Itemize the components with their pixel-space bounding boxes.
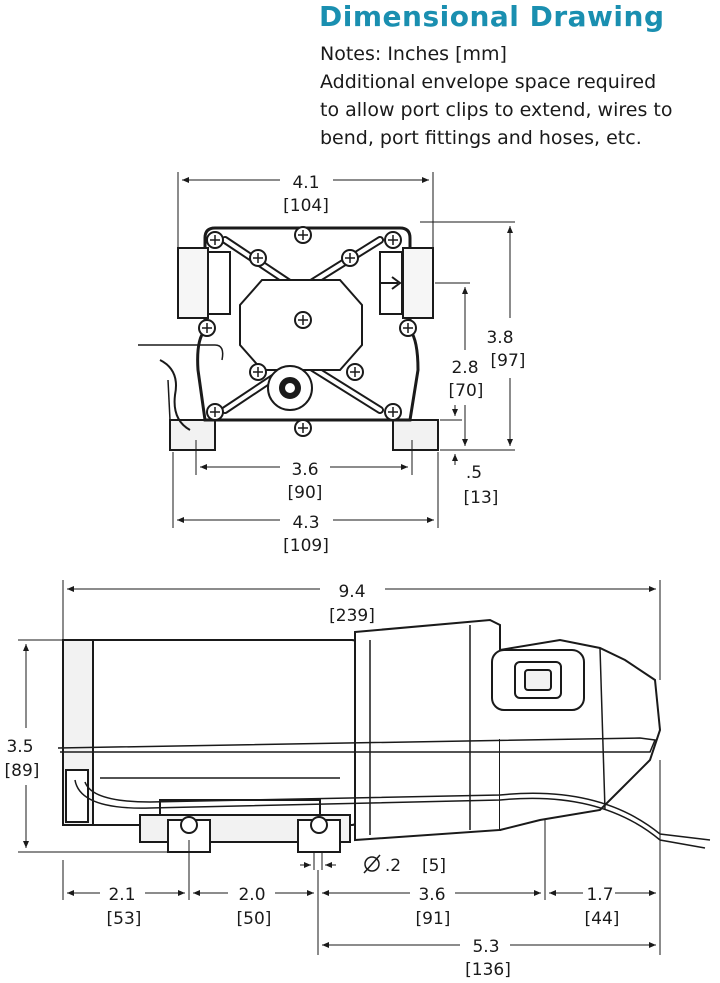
dim-width-top: 4.1 — [292, 173, 319, 193]
flow-arrow-icon — [380, 276, 402, 290]
page-title: Dimensional Drawing — [319, 0, 665, 33]
dim-height-total: 3.8 — [486, 328, 513, 348]
dim-height-total-mm: [97] — [491, 351, 526, 371]
notes-line-4: bend, port fittings and hoses, etc. — [320, 127, 642, 149]
dim-height-port: 2.8 — [451, 358, 478, 378]
notes-line-3: to allow port clips to extend, wires to — [320, 99, 673, 121]
dim-seg-3-mm: [91] — [416, 909, 451, 929]
dim-side-height: 3.5 — [6, 737, 33, 757]
dim-seg-2: 2.0 — [238, 885, 265, 905]
dim-seg-2-mm: [50] — [237, 909, 272, 929]
dim-length-total: 9.4 — [338, 582, 365, 602]
dim-length-total-mm: [239] — [329, 606, 375, 626]
dim-width-top-mm: [104] — [283, 196, 329, 216]
dim-hole-dia-mm: [5] — [422, 856, 446, 876]
dim-hole-dia: .2 — [385, 856, 401, 876]
notes-line-2: Additional envelope space required — [320, 71, 657, 93]
dim-seg-3: 3.6 — [418, 885, 445, 905]
front-view-dimension-lines — [172, 172, 515, 528]
front-view-screws — [198, 226, 417, 437]
dim-seg-1-mm: [53] — [107, 909, 142, 929]
dim-foot-height: .5 — [466, 463, 482, 483]
dim-seg-4: 1.7 — [586, 885, 613, 905]
side-view-pump — [62, 618, 662, 853]
dim-head-length-mm: [136] — [465, 960, 511, 980]
dim-mount-spacing: 3.6 — [291, 460, 318, 480]
notes-line-1: Notes: Inches [mm] — [320, 43, 507, 65]
dim-seg-4-mm: [44] — [585, 909, 620, 929]
dim-mount-spacing-mm: [90] — [288, 483, 323, 503]
notes-block: Notes: Inches [mm] Additional envelope s… — [320, 40, 720, 152]
dim-side-height-mm: [89] — [5, 761, 40, 781]
diameter-symbol-icon — [363, 854, 381, 874]
side-view-dimension-lines — [18, 580, 661, 955]
dim-width-base: 4.3 — [292, 513, 319, 533]
dim-width-base-mm: [109] — [283, 536, 329, 556]
dim-seg-1: 2.1 — [108, 885, 135, 905]
dim-height-port-mm: [70] — [449, 381, 484, 401]
dim-foot-height-mm: [13] — [464, 488, 499, 508]
dim-head-length: 5.3 — [472, 937, 499, 957]
side-view-wires — [57, 737, 711, 849]
